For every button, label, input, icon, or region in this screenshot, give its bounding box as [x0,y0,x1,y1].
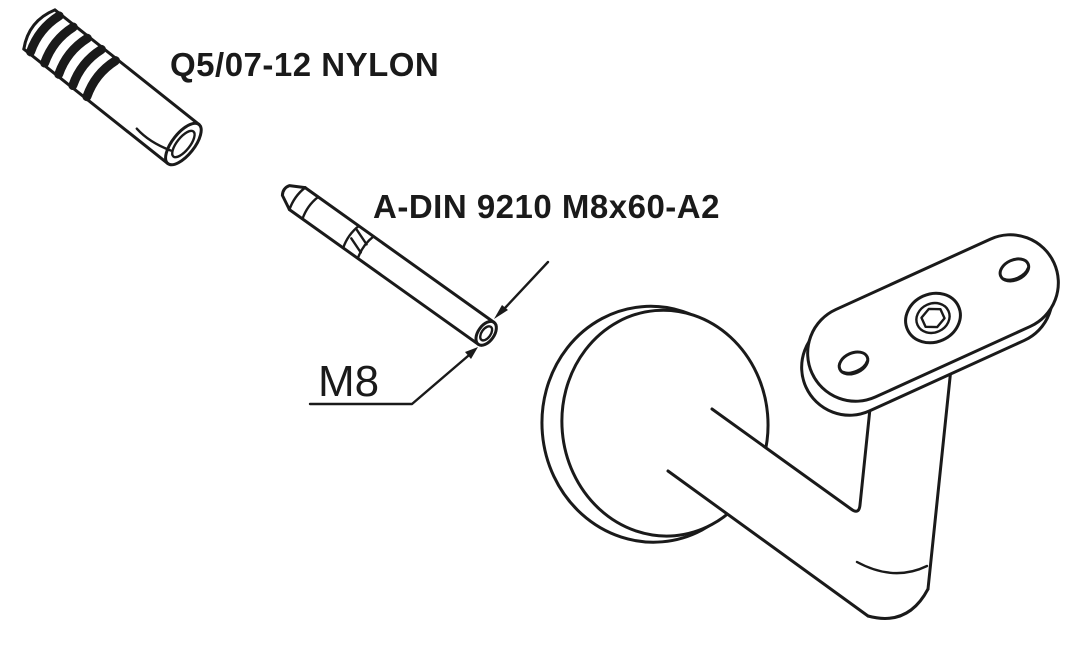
stud-tip [280,184,307,212]
dimension-leader [308,347,478,406]
dimension-arrow-upper [494,260,550,319]
top-plate [806,233,1060,403]
plug-end-cap [22,8,57,51]
stud-tip-edge [288,186,307,211]
plug-mouth-inner [171,129,196,159]
handrail-bracket-drawing [540,233,1060,620]
stud-label: A-DIN 9210 M8x60-A2 [373,188,720,225]
threaded-stud-drawing [280,184,498,347]
plug-top-edge [53,8,201,126]
screw-hole-right [998,257,1031,283]
stud-thread-band [301,195,320,221]
stud-end-face [474,319,498,347]
plug-label: Q5/07-12 NYLON [170,46,439,83]
plug-mouth-outer [164,121,203,167]
stud-end-chamfer [479,325,494,342]
screw-hole-left [837,350,870,376]
plug-fins [26,11,121,102]
elbow-seam-line [855,560,929,575]
hex-socket-icon [920,307,946,329]
stud-collar [341,224,375,260]
plug-slit-line [135,127,172,152]
stud-top-edge [303,186,496,324]
stud-bottom-edge [287,208,480,346]
plug-bottom-edge [22,47,170,166]
m8-dimension-label: M8 [318,357,379,406]
center-screw [904,291,962,345]
wall-plug-drawing [22,8,203,167]
bracket-arm [666,339,955,620]
